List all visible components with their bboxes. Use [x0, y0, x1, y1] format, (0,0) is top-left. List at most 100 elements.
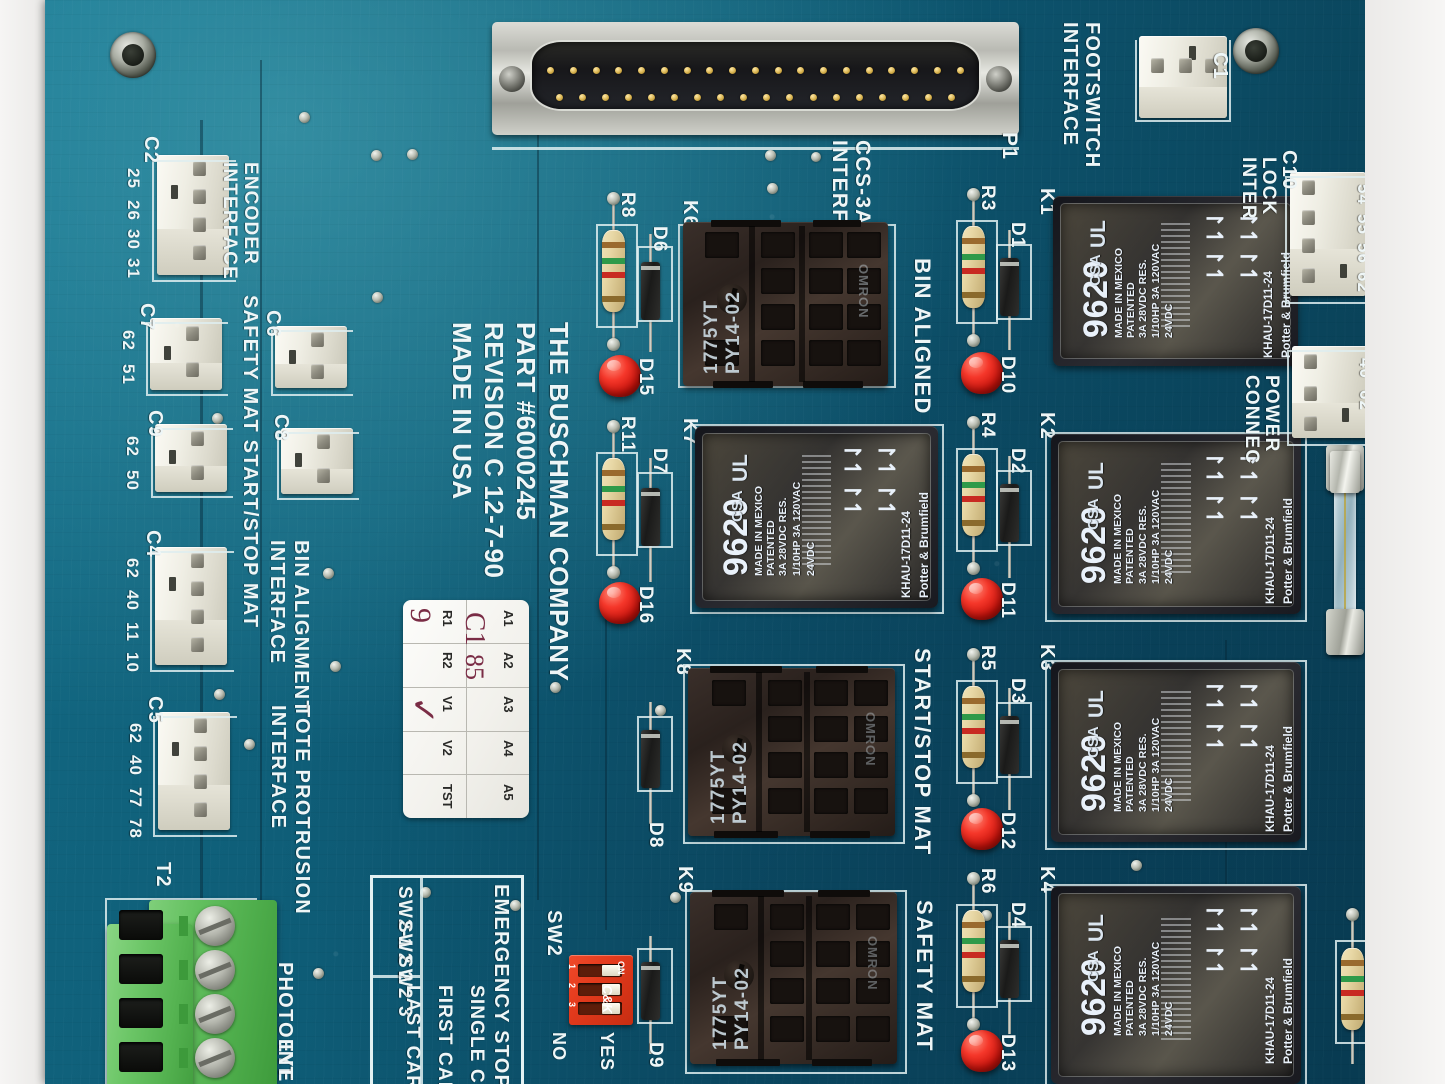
socket-groove	[799, 226, 805, 382]
socket-code: 1775YT	[710, 975, 731, 1050]
resistor-band	[962, 976, 985, 982]
diode-cathode-band	[641, 734, 660, 738]
dsub-37-connector[interactable]	[492, 22, 1019, 135]
relay-k3-silk	[1045, 660, 1307, 850]
dip-switch-position-1[interactable]	[578, 964, 622, 977]
diode-d9-outline	[637, 948, 673, 1024]
relay-contact-symbol: ⇂⇃	[1203, 449, 1228, 486]
dip-switch-position-3[interactable]	[578, 1002, 622, 1015]
designator-c6: C6	[262, 310, 284, 338]
diode-cathode-band	[1000, 720, 1019, 724]
socket-center-screw[interactable]	[722, 734, 752, 764]
trace	[260, 60, 262, 920]
terminal-wire-hole[interactable]	[119, 954, 163, 984]
terminal-wire-hole[interactable]	[119, 1042, 163, 1072]
connector-c9[interactable]	[155, 424, 227, 492]
connector-pin	[1205, 58, 1218, 73]
socket-contact	[770, 1016, 804, 1042]
diode-d1-outline	[996, 244, 1032, 320]
socket-contact	[814, 716, 848, 742]
socket-contact	[856, 978, 890, 1004]
connector-c7[interactable]	[150, 318, 222, 390]
terminal-screw[interactable]	[195, 994, 235, 1034]
diode-body	[1000, 484, 1019, 542]
resistor-body	[962, 686, 985, 768]
dip-switch-sw2[interactable]: ON 1 2 3 C&K	[567, 955, 633, 1025]
relay-spec-line3: 3A 28VDC RES.	[1137, 505, 1149, 584]
relay-contact-symbol: ⇂⇃	[841, 481, 866, 518]
dip-switch-position-2[interactable]	[578, 983, 622, 996]
relay-k2-silk	[1045, 432, 1307, 622]
resistor-band	[602, 500, 625, 506]
terminal-screw[interactable]	[195, 950, 235, 990]
resistor-band	[602, 272, 625, 278]
relay-k4[interactable]: 9620 24VDC 1/10HP 3A 120VAC 3A 28VDC RES…	[1051, 886, 1301, 1084]
resistor-r4-outline	[956, 448, 998, 552]
relay-spec-line1: 24VDC	[1163, 777, 1175, 812]
led-d10	[961, 352, 1003, 394]
terminal-wire-hole[interactable]	[119, 998, 163, 1028]
terminal-screw[interactable]	[195, 1038, 235, 1078]
via	[420, 887, 431, 898]
designator-r3: R3	[977, 185, 998, 212]
resistor-band	[1341, 960, 1364, 966]
relay-k3[interactable]: 9620 24VDC 1/10HP 3A 120VAC 3A 28VDC RES…	[1051, 662, 1301, 842]
socket-center-screw[interactable]	[724, 960, 754, 990]
resistor-band	[962, 520, 985, 526]
connector-c1[interactable]	[1139, 36, 1227, 118]
resistor-band	[962, 292, 985, 298]
via	[212, 413, 223, 424]
socket-tab	[716, 1059, 780, 1066]
relay-socket-k8[interactable]: PY14-02 1775YT OMRON	[688, 666, 895, 838]
terminal-divider	[179, 1004, 188, 1024]
connector-c10[interactable]	[1290, 172, 1366, 296]
relay-socket-k9[interactable]: PY14-02 1775YT OMRON	[690, 890, 897, 1066]
connector-c6[interactable]	[275, 326, 347, 388]
resistor-band	[962, 238, 985, 244]
ul-mark-icon: UL	[729, 454, 752, 482]
dsub-pin-row-bottom	[556, 94, 955, 103]
relay-spec-line3: 3A 28VDC RES.	[1137, 733, 1149, 812]
sticker-cell-r1: R1	[440, 610, 455, 627]
pin-number-77-c5: 77	[126, 787, 145, 808]
socket-tab	[710, 666, 782, 673]
connector-pin	[311, 364, 324, 379]
designator-c8: C8	[270, 414, 292, 442]
connector-pin	[1304, 416, 1317, 431]
resistor-body	[962, 454, 985, 536]
diode-body	[641, 962, 660, 1020]
relay-spec-line2: 1/10HP 3A 120VAC	[1150, 717, 1162, 812]
dsub-mounting-hole-left	[499, 66, 525, 92]
terminal-wire-hole[interactable]	[119, 910, 163, 940]
terminal-screw[interactable]	[195, 906, 235, 946]
label-bin-alignment-line2: INTERFACE	[266, 540, 288, 665]
designator-d10: D10	[997, 356, 1018, 395]
relay-socket-k6[interactable]: PY14-02 1775YT OMRON	[683, 220, 888, 388]
connector-c8[interactable]	[281, 428, 353, 494]
connector-pin	[186, 362, 199, 377]
relay-k1[interactable]: 9620 24VDC 1/10HP 3A 120VAC 3A 28VDC RES…	[1053, 196, 1298, 366]
socket-tab	[813, 220, 861, 227]
connector-c5[interactable]	[158, 712, 230, 830]
socket-contact	[714, 1016, 748, 1042]
socket-k9-silk	[685, 890, 907, 1074]
socket-center-screw[interactable]	[717, 284, 747, 314]
relay-k7[interactable]: 9620 24VDC 1/10HP 3A 120VAC 3A 28VDC RES…	[695, 426, 938, 608]
connector-c3[interactable]	[1292, 346, 1368, 438]
connector-c4[interactable]	[155, 547, 227, 665]
pin-number-78-c5: 78	[126, 818, 145, 839]
fuse-f1[interactable]	[1326, 445, 1364, 660]
photo-background-left	[0, 0, 48, 1084]
socket-contact	[770, 904, 804, 930]
relay-k2[interactable]: 9620 24VDC 1/10HP 3A 120VAC 3A 28VDC RES…	[1051, 434, 1301, 614]
terminal-block-t2[interactable]	[107, 900, 279, 1084]
relay-spec-line4: PATENTED	[1124, 980, 1136, 1036]
designator-r8: R8	[617, 192, 638, 219]
connector-pin	[1151, 58, 1164, 73]
connector-c2[interactable]	[157, 155, 229, 275]
diode-cathode-band	[641, 492, 660, 496]
diode-d4-outline	[996, 926, 1032, 1002]
resistor-band	[602, 486, 625, 492]
label-bin-aligned: BIN ALIGNED	[910, 258, 935, 415]
